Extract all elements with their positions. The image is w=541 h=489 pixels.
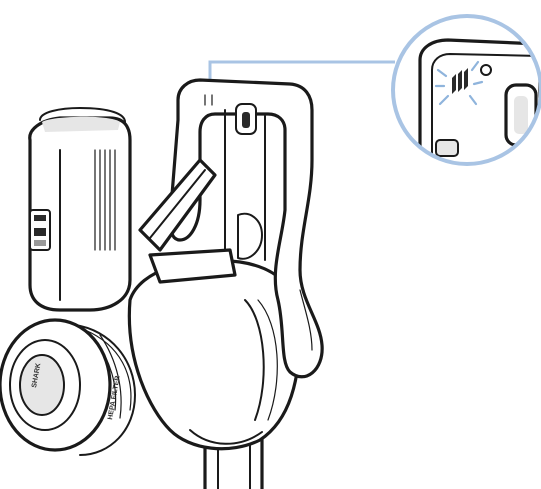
indicator-glow-icon xyxy=(434,60,484,106)
indicator-light xyxy=(452,68,468,94)
handle-frame xyxy=(168,78,324,379)
connector-arm xyxy=(138,158,237,284)
dust-bin xyxy=(28,107,132,312)
brand-label: SHARK xyxy=(31,363,42,389)
filter-cap: SHARK HEPA FILTER xyxy=(0,318,136,456)
callout-magnifier xyxy=(391,14,541,166)
